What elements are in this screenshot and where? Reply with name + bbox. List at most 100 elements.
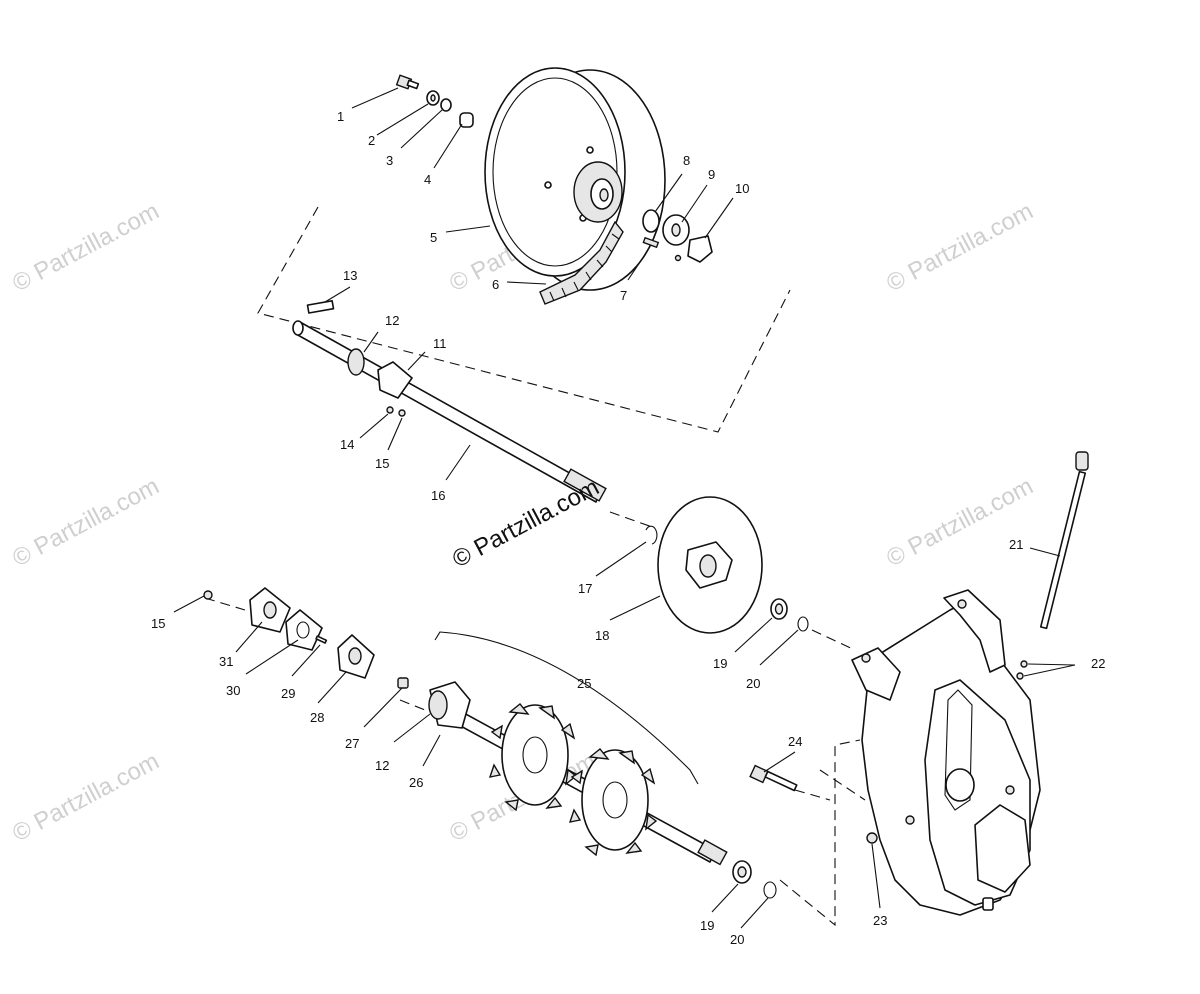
callout-12: 12 xyxy=(385,313,399,328)
callout-18: 18 xyxy=(595,628,609,643)
seal-bore xyxy=(774,603,784,615)
drive-sprocket xyxy=(488,703,578,812)
leader-24 xyxy=(763,751,796,773)
callout-6: 6 xyxy=(492,277,499,292)
jackshaft-bearing xyxy=(347,348,365,376)
sprocket-teeth xyxy=(568,748,658,857)
callout-8: 8 xyxy=(683,153,690,168)
leader-8 xyxy=(654,173,683,213)
callout-16: 16 xyxy=(431,488,445,503)
callout-19: 19 xyxy=(700,918,714,933)
leader-20b xyxy=(740,897,769,929)
drive-chain-links xyxy=(549,233,620,302)
bearing-flange xyxy=(377,361,413,399)
housing-hole xyxy=(957,599,967,609)
leader-23 xyxy=(871,843,881,909)
callout-26: 26 xyxy=(409,775,423,790)
leader-14 xyxy=(359,413,389,439)
axle-splines xyxy=(697,839,728,866)
case-alignment-line xyxy=(811,629,856,651)
callout-10: 10 xyxy=(735,181,749,196)
callout-24: 24 xyxy=(788,734,802,749)
housing-hole xyxy=(1005,785,1015,795)
flange-plate-hole xyxy=(263,601,277,619)
upper-hardware xyxy=(395,74,713,263)
axle-alignment-line xyxy=(609,511,861,927)
gasket-hole xyxy=(296,621,310,639)
housing-hole xyxy=(905,815,915,825)
bolt-shank xyxy=(406,79,420,90)
callout-1: 1 xyxy=(337,109,344,124)
callout-5: 5 xyxy=(430,230,437,245)
jackshaft-end xyxy=(292,320,304,336)
bushing xyxy=(459,112,474,128)
mount-bolt-shank xyxy=(764,770,798,792)
retainer-plate-hole xyxy=(671,223,681,237)
leader-7 xyxy=(627,249,649,281)
leader-28 xyxy=(317,671,347,704)
dipstick-cap xyxy=(1075,451,1089,471)
shim-washer xyxy=(642,209,660,233)
sprocket-hub xyxy=(522,736,548,774)
leader-6 xyxy=(506,281,547,285)
dipstick-assembly xyxy=(1016,451,1089,680)
callout-19: 19 xyxy=(713,656,727,671)
leader-30 xyxy=(245,639,299,675)
callout-labels: 1 2 3 4 5 6 7 8 9 10 11 12 12 13 14 15 1… xyxy=(151,109,1105,947)
leader-3 xyxy=(400,109,443,149)
grease-fitting xyxy=(397,677,409,689)
bearing-flange-stack xyxy=(203,587,409,689)
cover-plate xyxy=(687,235,713,263)
leader-27 xyxy=(363,687,403,728)
clutch-mount-hole xyxy=(544,181,552,189)
leader-19b xyxy=(711,883,739,913)
bolt-alignment-line xyxy=(794,769,866,801)
mount-nut xyxy=(866,832,878,844)
callout-13: 13 xyxy=(343,268,357,283)
drive-axle-assembly xyxy=(428,631,777,899)
axle-o-ring xyxy=(763,881,777,899)
washer-hole xyxy=(430,94,436,102)
retainer-pin xyxy=(315,635,328,644)
axle-group-bracket xyxy=(434,631,699,785)
bearing-alignment-line xyxy=(204,597,431,713)
leader-21 xyxy=(1029,547,1061,557)
mount-hardware xyxy=(749,764,878,844)
bearing-retainer-hole xyxy=(348,647,362,665)
axle-bearing xyxy=(428,690,448,720)
o-ring xyxy=(797,616,809,632)
callout-23: 23 xyxy=(873,913,887,928)
callout-11: 11 xyxy=(433,336,447,351)
jackshaft-splines xyxy=(563,468,607,502)
leader-lines xyxy=(173,87,1076,929)
leader-18 xyxy=(609,595,661,621)
flange-bolt xyxy=(386,406,394,414)
drive-sprocket xyxy=(568,748,658,857)
housing-hole xyxy=(861,653,871,663)
callout-27: 27 xyxy=(345,736,359,751)
leader-13 xyxy=(324,286,351,303)
sprocket-hub xyxy=(602,781,628,819)
drive-chain xyxy=(539,220,624,305)
callout-4: 4 xyxy=(424,172,431,187)
callout-20: 20 xyxy=(730,932,744,947)
cover-bulge xyxy=(974,804,1031,893)
assembly-outline xyxy=(257,206,791,433)
cap-screw xyxy=(642,236,660,249)
leader-10 xyxy=(704,197,734,239)
sprocket-body xyxy=(501,704,569,806)
leader-4 xyxy=(433,123,463,169)
clutch-sheave-rim xyxy=(492,77,618,267)
driven-clutch-assembly xyxy=(484,67,666,305)
callout-15: 15 xyxy=(151,616,165,631)
leader-15a xyxy=(387,417,403,451)
leader-20a xyxy=(759,629,799,666)
axle-seal-bore xyxy=(737,866,747,878)
snap-ring xyxy=(645,525,658,545)
callout-20: 20 xyxy=(746,676,760,691)
callout-15: 15 xyxy=(375,456,389,471)
callout-17: 17 xyxy=(578,581,592,596)
callout-25: 25 xyxy=(577,676,591,691)
watermark: © Partzilla.com xyxy=(8,473,163,573)
